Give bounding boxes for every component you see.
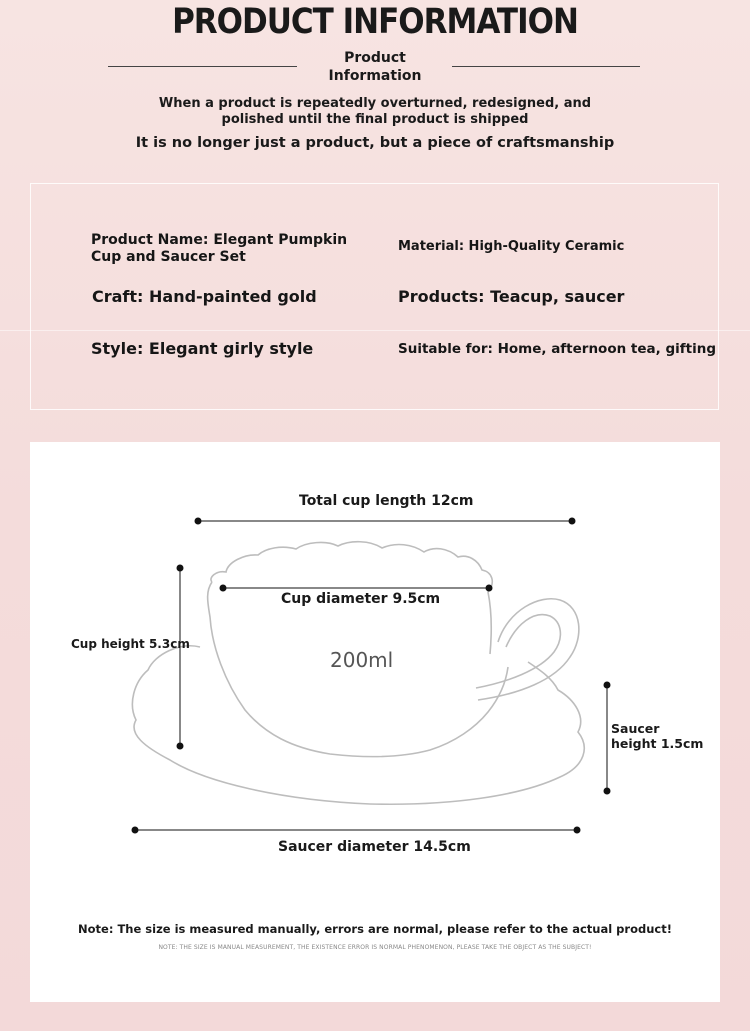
cup-diagram bbox=[131, 517, 611, 834]
spec-material: Material: High-Quality Ceramic bbox=[398, 239, 625, 254]
saucer-height-label: Saucer height 1.5cm bbox=[611, 721, 703, 751]
saucer-diameter-endpoint-right bbox=[573, 826, 581, 834]
section-subtitle: Product Information bbox=[300, 49, 450, 85]
measurement-note-small: NOTE: THE SIZE IS MANUAL MEASUREMENT, TH… bbox=[158, 944, 592, 951]
cup-height-endpoint-bottom bbox=[176, 742, 184, 750]
spec-band bbox=[0, 330, 750, 331]
spec-style: Style: Elegant girly style bbox=[91, 339, 314, 358]
tagline: It is no longer just a product, but a pi… bbox=[135, 135, 615, 151]
spec-name-line-2: Cup and Saucer Set bbox=[91, 249, 246, 265]
subtitle-line-1: Product bbox=[344, 50, 406, 66]
left-divider bbox=[108, 66, 297, 67]
intro-line-2: polished until the final product is ship… bbox=[221, 112, 529, 127]
saucer-outline bbox=[131, 645, 586, 806]
cup-diameter-endpoint-left bbox=[219, 584, 227, 592]
saucer-diameter-label: Saucer diameter 14.5cm bbox=[278, 839, 471, 855]
right-divider bbox=[452, 66, 640, 67]
cup-handle-outline bbox=[475, 598, 580, 701]
saucer-height-line-2: height 1.5cm bbox=[611, 736, 704, 751]
spec-box bbox=[30, 183, 719, 410]
saucer-height-endpoint-bottom bbox=[603, 787, 611, 795]
page-title: PRODUCT INFORMATION bbox=[172, 1, 579, 43]
saucer-height-line-1: Saucer bbox=[611, 721, 660, 736]
cup-height-label: Cup height 5.3cm bbox=[71, 637, 190, 651]
intro-line-1: When a product is repeatedly overturned,… bbox=[158, 96, 592, 111]
intro-text: When a product is repeatedly overturned,… bbox=[60, 96, 690, 128]
cup-height-endpoint-top bbox=[176, 564, 184, 572]
cup-diameter-label: Cup diameter 9.5cm bbox=[281, 591, 441, 607]
spec-products: Products: Teacup, saucer bbox=[398, 287, 625, 306]
measurement-note: Note: The size is measured manually, err… bbox=[78, 922, 672, 936]
spec-suitable: Suitable for: Home, afternoon tea, gifti… bbox=[398, 341, 716, 357]
total-length-endpoint-right bbox=[568, 517, 576, 525]
saucer-height-endpoint-top bbox=[603, 681, 611, 689]
subtitle-line-2: Information bbox=[328, 68, 422, 84]
spec-product-name: Product Name: Elegant Pumpkin Cup and Sa… bbox=[91, 232, 347, 266]
cup-diameter-endpoint-right bbox=[485, 584, 493, 592]
dimension-panel: Total cup length 12cm Cup diameter 9.5cm… bbox=[30, 442, 720, 1002]
spec-craft: Craft: Hand-painted gold bbox=[92, 287, 317, 306]
spec-name-line-1: Product Name: Elegant Pumpkin bbox=[91, 232, 348, 248]
cup-body-outline bbox=[206, 540, 509, 758]
capacity-label: 200ml bbox=[330, 648, 394, 672]
total-length-label: Total cup length 12cm bbox=[299, 493, 474, 509]
saucer-diameter-endpoint-left bbox=[131, 826, 139, 834]
total-length-endpoint-left bbox=[194, 517, 202, 525]
